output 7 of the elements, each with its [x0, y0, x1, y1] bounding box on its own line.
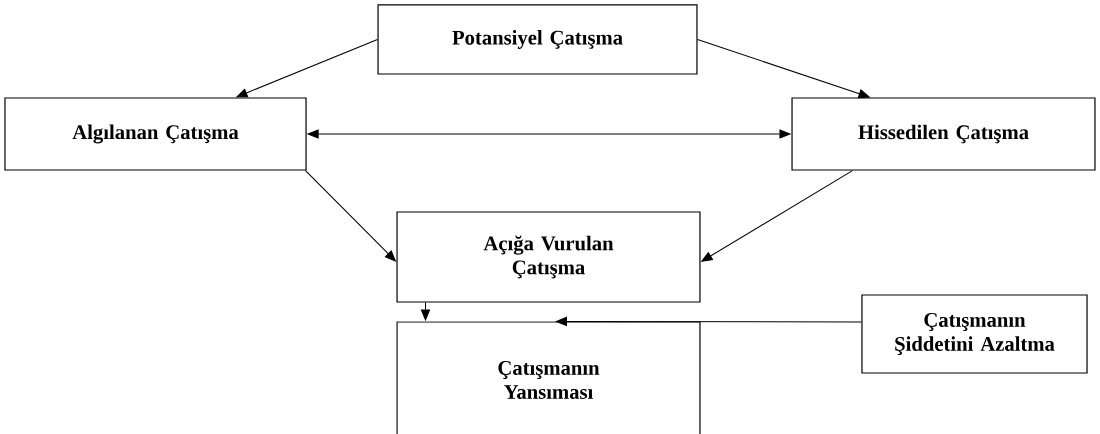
text-box: Çatışmanın Yansıması [396, 321, 701, 434]
text-box: Açığa Vurulan Çatışma [396, 211, 701, 303]
text-box: Potansiyel Çatışma [377, 4, 698, 75]
text-box: Çatışmanın Şiddetini Azaltma [861, 294, 1088, 374]
text-box: Algılanan Çatışma [4, 97, 307, 171]
arrow [555, 316, 862, 327]
text-box: Hissedilen Çatışma [791, 97, 1096, 171]
